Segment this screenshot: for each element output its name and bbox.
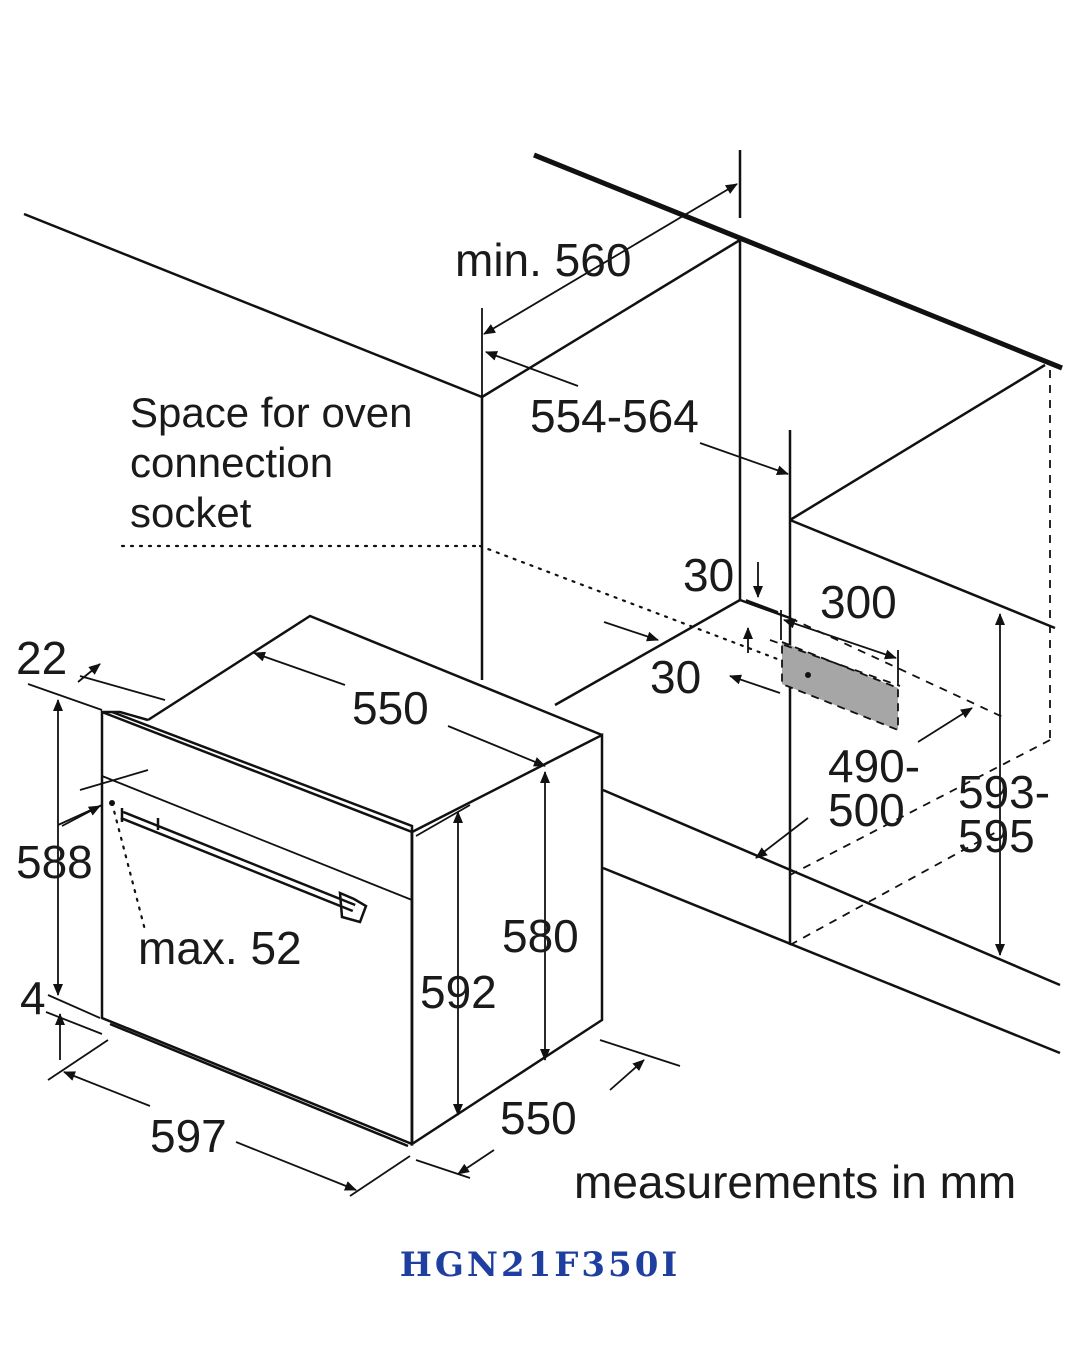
dim-588: 588 [16, 699, 149, 996]
socket-note: Space for oven connection socket [120, 389, 782, 662]
cabinet-niche [23, 150, 1063, 1055]
hidden-bottom-edge [789, 829, 1001, 946]
label-300: 300 [820, 576, 897, 628]
label-490: 490- [828, 740, 920, 792]
dim-max-52: max. 52 [110, 801, 302, 974]
base-bottom-line [602, 866, 1061, 1055]
label-593: 593- [958, 766, 1050, 818]
base-top-line [602, 788, 1061, 987]
units-note: measurements in mm [574, 1156, 1016, 1208]
side-panel-top-edge [789, 363, 1046, 522]
label-500: 500 [828, 784, 905, 836]
label-30-side: 30 [650, 651, 701, 703]
socket-point [805, 672, 811, 678]
label-550-top: 550 [352, 682, 429, 734]
dim-550-top: 550 [253, 651, 546, 767]
niche-floor-left-edge [554, 598, 741, 707]
label-597: 597 [150, 1110, 227, 1162]
base-inner-line [790, 945, 1060, 985]
dim-4: 4 [20, 972, 103, 1060]
label-588: 588 [16, 836, 93, 888]
dim-550-depth: 550 [415, 1039, 681, 1179]
niche-floor-back-edge [739, 598, 791, 620]
socket-note-line1: Space for oven [130, 389, 413, 436]
dim-554-564: 554-564 [485, 351, 789, 476]
cabinet-back-left-line [23, 212, 483, 399]
label-580: 580 [502, 910, 579, 962]
dim-580: 580 [502, 771, 579, 1061]
socket-note-line3: socket [130, 489, 252, 536]
label-22: 22 [16, 632, 67, 684]
label-min-560: min. 560 [455, 234, 631, 286]
socket-area: 30 300 30 490- 500 593- 595 [603, 549, 1050, 956]
label-554-564: 554-564 [530, 390, 699, 442]
label-550-depth: 550 [500, 1092, 577, 1144]
label-4: 4 [20, 972, 46, 1024]
label-30-top: 30 [683, 549, 734, 601]
socket-note-line2: connection [130, 439, 333, 486]
label-592: 592 [420, 966, 497, 1018]
side-panel-mid-edge [789, 518, 1056, 630]
label-max-52: max. 52 [138, 922, 302, 974]
dim-592: 592 [415, 804, 497, 1116]
model-number: HGN21F350I [400, 1245, 681, 1285]
socket-zone [781, 640, 899, 732]
hidden-floor-front-edge [789, 739, 1051, 876]
dim-22: 22 [16, 632, 166, 711]
dim-597: 597 [47, 1039, 411, 1197]
hidden-floor-edge [789, 617, 1006, 719]
label-595: 595 [958, 810, 1035, 862]
dim-min-560: min. 560 [455, 183, 738, 397]
